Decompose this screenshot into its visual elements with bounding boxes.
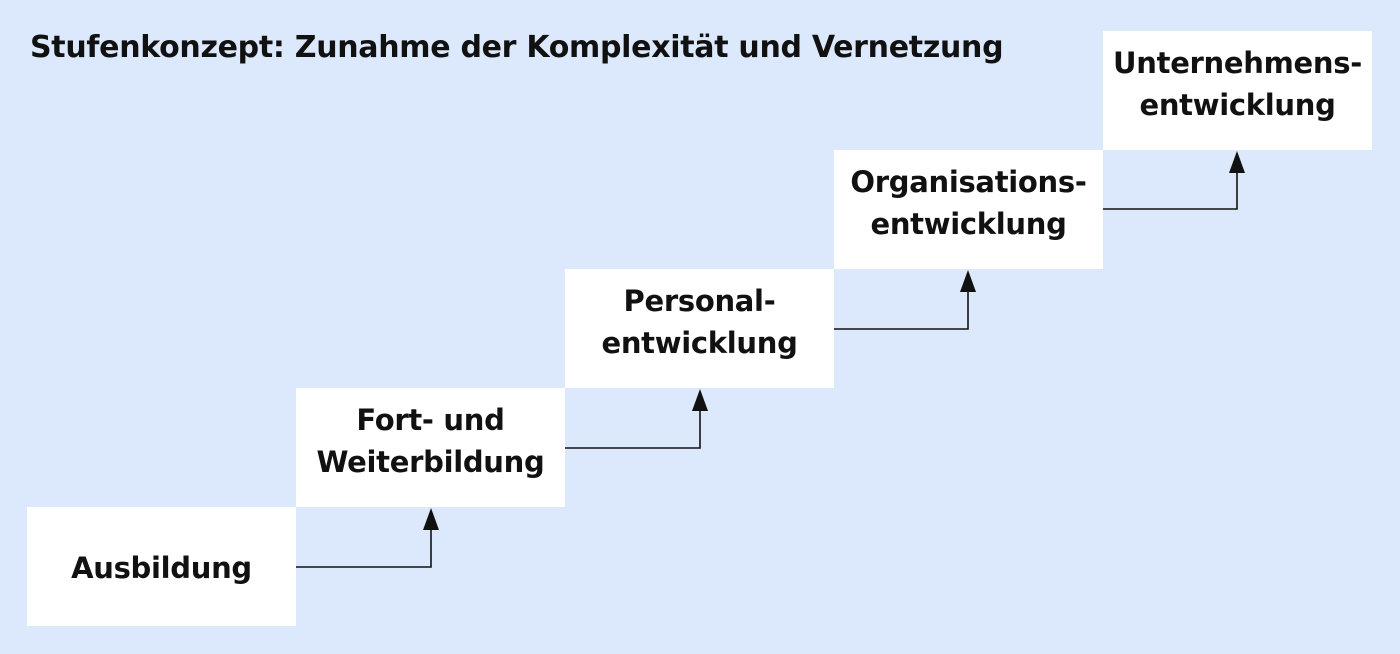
step-label-line: entwicklung: [601, 325, 798, 360]
connector-arrow: [834, 270, 976, 330]
step-box-unternehmensentwicklung: Unternehmens- entwicklung: [1103, 31, 1372, 150]
step-label: Unternehmens- entwicklung: [1113, 42, 1362, 126]
step-box-organisationsentwicklung: Organisations- entwicklung: [834, 150, 1103, 269]
step-label-line: Weiterbildung: [316, 444, 545, 479]
connector-arrow: [565, 389, 708, 449]
step-box-ausbildung: Ausbildung: [27, 507, 296, 626]
step-label-line: Organisations-: [850, 164, 1087, 199]
step-box-fort-und-weiterbildung: Fort- und Weiterbildung: [296, 388, 565, 507]
diagram-title: Stufenkonzept: Zunahme der Komplexität u…: [30, 30, 1004, 65]
step-label: Organisations- entwicklung: [850, 161, 1086, 245]
step-label: Personal- entwicklung: [601, 280, 797, 364]
step-label: Fort- und Weiterbildung: [317, 399, 545, 483]
step-box-personalentwicklung: Personal- entwicklung: [565, 269, 834, 388]
step-label-line: Unternehmens-: [1113, 45, 1362, 80]
step-label-line: Ausbildung: [71, 550, 252, 585]
step-label-line: entwicklung: [1139, 87, 1336, 122]
step-label-line: Fort- und: [356, 402, 505, 437]
step-label-line: entwicklung: [870, 206, 1067, 241]
connector-arrow: [1103, 151, 1245, 210]
step-label-line: Personal-: [623, 283, 776, 318]
connector-arrow: [296, 508, 439, 568]
step-label: Ausbildung: [71, 547, 252, 589]
